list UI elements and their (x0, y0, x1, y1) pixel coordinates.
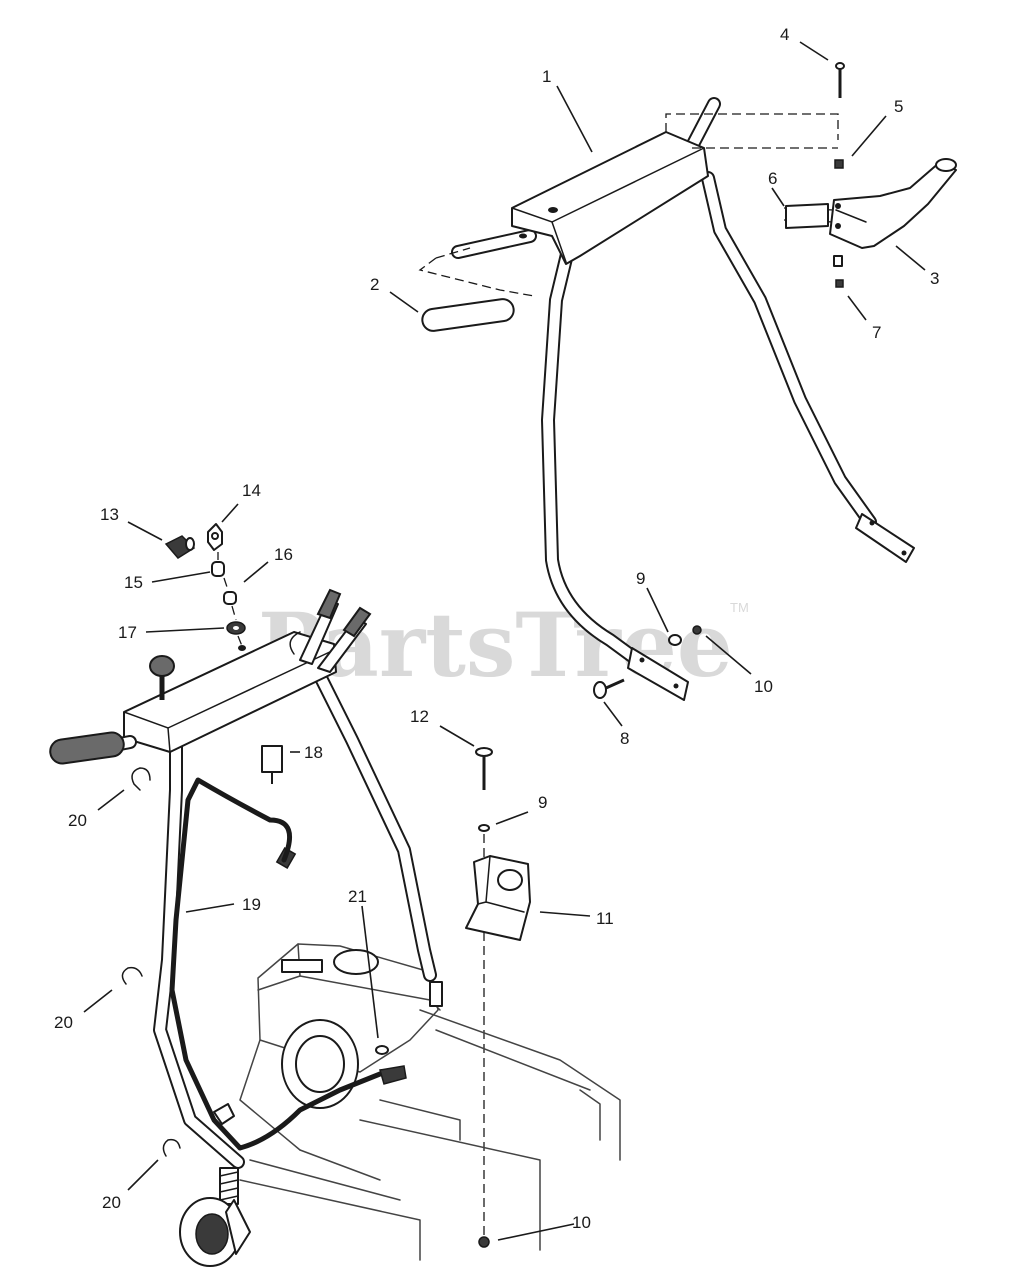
switch-18 (261, 745, 283, 773)
callout-20c: 20 (102, 1193, 121, 1212)
callout-14: 14 (242, 481, 261, 500)
callout-18: 18 (304, 743, 323, 762)
washer-9 (668, 634, 682, 646)
callout-3: 3 (930, 269, 939, 288)
clip-20b (121, 966, 143, 985)
callout-16: 16 (274, 545, 293, 564)
callout-10a: 10 (754, 677, 773, 696)
callout-10b: 10 (572, 1213, 591, 1232)
bolt-12 (475, 747, 493, 790)
bolt-4 (835, 62, 845, 98)
callout-1: 1 (542, 67, 551, 86)
watermark-tm: TM (730, 600, 749, 615)
clip-20a (131, 767, 151, 791)
washer-9b (478, 824, 490, 832)
callout-9b: 9 (538, 793, 547, 812)
caster (179, 1167, 251, 1267)
spacer-15 (211, 561, 225, 577)
callout-9a: 9 (636, 569, 645, 588)
bracket-assembly (465, 747, 531, 1248)
handle-grip (421, 298, 515, 332)
callout-20b: 20 (54, 1013, 73, 1032)
callout-20a: 20 (68, 811, 87, 830)
control-panel (511, 131, 709, 265)
handle-extension (829, 161, 957, 249)
nut-5 (834, 159, 844, 169)
callout-19: 19 (242, 895, 261, 914)
callout-8: 8 (620, 729, 629, 748)
callout-7: 7 (872, 323, 881, 342)
callout-5: 5 (894, 97, 903, 116)
nut-10 (692, 625, 702, 635)
nut-10b (478, 1236, 490, 1248)
callout-labels: 1 2 3 4 5 6 7 8 9 9 10 10 11 12 13 14 15… (54, 25, 939, 1232)
nut-7 (835, 279, 844, 288)
spacer (833, 255, 843, 267)
callout-leaders (83, 41, 926, 1241)
callout-21: 21 (348, 887, 367, 906)
callout-2: 2 (370, 275, 379, 294)
callout-17: 17 (118, 623, 137, 642)
callout-12: 12 (410, 707, 429, 726)
latch-stack (164, 523, 246, 647)
callout-6: 6 (768, 169, 777, 188)
callout-4: 4 (780, 25, 789, 44)
bushing-16 (223, 591, 237, 605)
mounting-bracket (465, 855, 531, 941)
callout-11: 11 (596, 909, 614, 928)
callout-13: 13 (100, 505, 119, 524)
washer-21 (375, 1045, 389, 1055)
callout-15: 15 (124, 573, 143, 592)
spacer-plate (785, 203, 829, 229)
handle-right-bracket (855, 513, 915, 563)
lower-frame-assembly (49, 523, 621, 1267)
cable-19 (169, 777, 383, 1151)
left-grip (49, 731, 125, 765)
bolt-8 (593, 678, 625, 699)
clip-20c (162, 1138, 181, 1157)
upper-handle-assembly (418, 62, 957, 701)
